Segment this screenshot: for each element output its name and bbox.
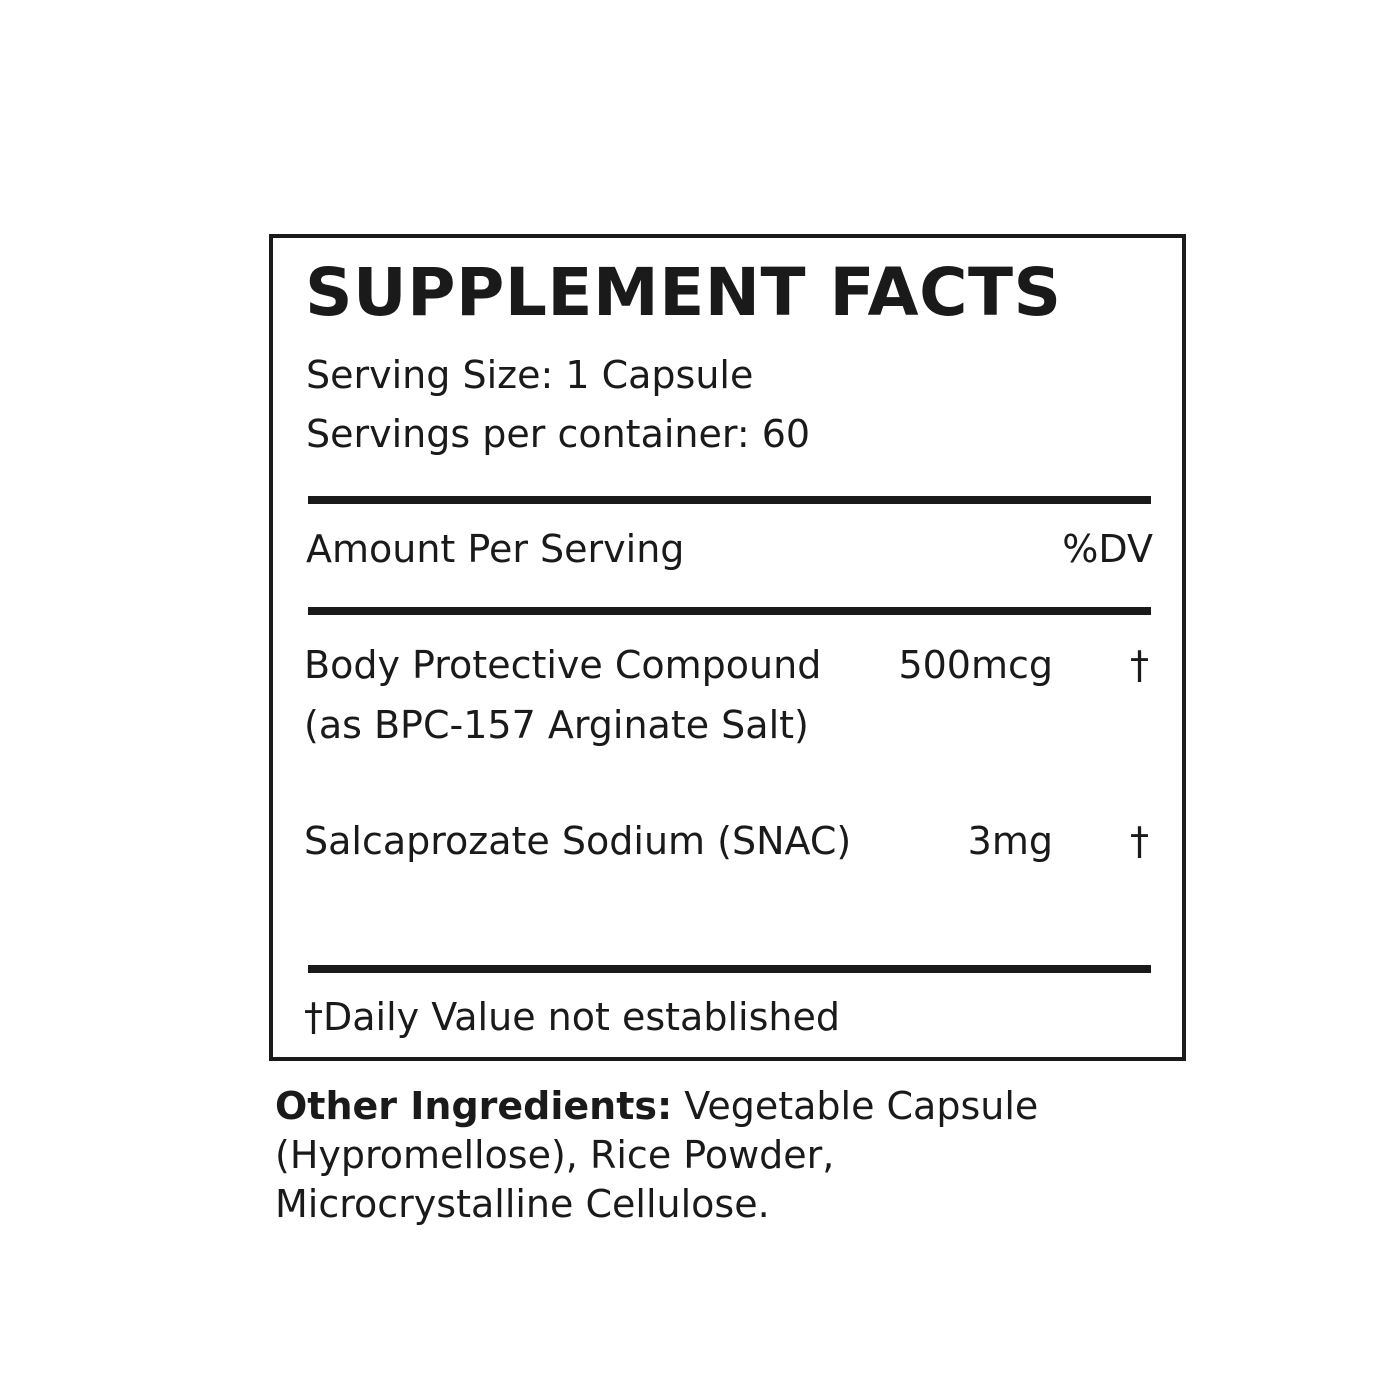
ingredient-dv: † bbox=[1130, 643, 1149, 687]
ingredient-amount: 3mg bbox=[967, 819, 1053, 863]
daily-value-footnote: †Daily Value not established bbox=[304, 995, 840, 1039]
other-ingredients: Other Ingredients: Vegetable Capsule (Hy… bbox=[275, 1082, 1095, 1229]
ingredient-name: Body Protective Compound bbox=[304, 643, 822, 687]
dv-header: %DV bbox=[1062, 527, 1153, 571]
divider-top bbox=[308, 496, 1151, 504]
amount-per-serving-header: Amount Per Serving bbox=[306, 527, 685, 571]
supplement-facts-panel: SUPPLEMENT FACTS Serving Size: 1 Capsule… bbox=[269, 234, 1186, 1061]
ingredient-name: Salcaprozate Sodium (SNAC) bbox=[304, 819, 852, 863]
panel-title: SUPPLEMENT FACTS bbox=[305, 254, 1062, 331]
divider-bottom bbox=[308, 965, 1151, 973]
ingredient-amount: 500mcg bbox=[898, 643, 1053, 687]
other-ingredients-label: Other Ingredients: bbox=[275, 1084, 673, 1128]
other-ingredients-text: Vegetable Capsule (Hypromellose), Rice P… bbox=[275, 1084, 1039, 1226]
ingredient-dv: † bbox=[1130, 819, 1149, 863]
ingredient-form: (as BPC-157 Arginate Salt) bbox=[304, 703, 809, 747]
servings-per-container: Servings per container: 60 bbox=[306, 412, 811, 456]
serving-size: Serving Size: 1 Capsule bbox=[306, 353, 754, 397]
divider-middle bbox=[308, 607, 1151, 615]
